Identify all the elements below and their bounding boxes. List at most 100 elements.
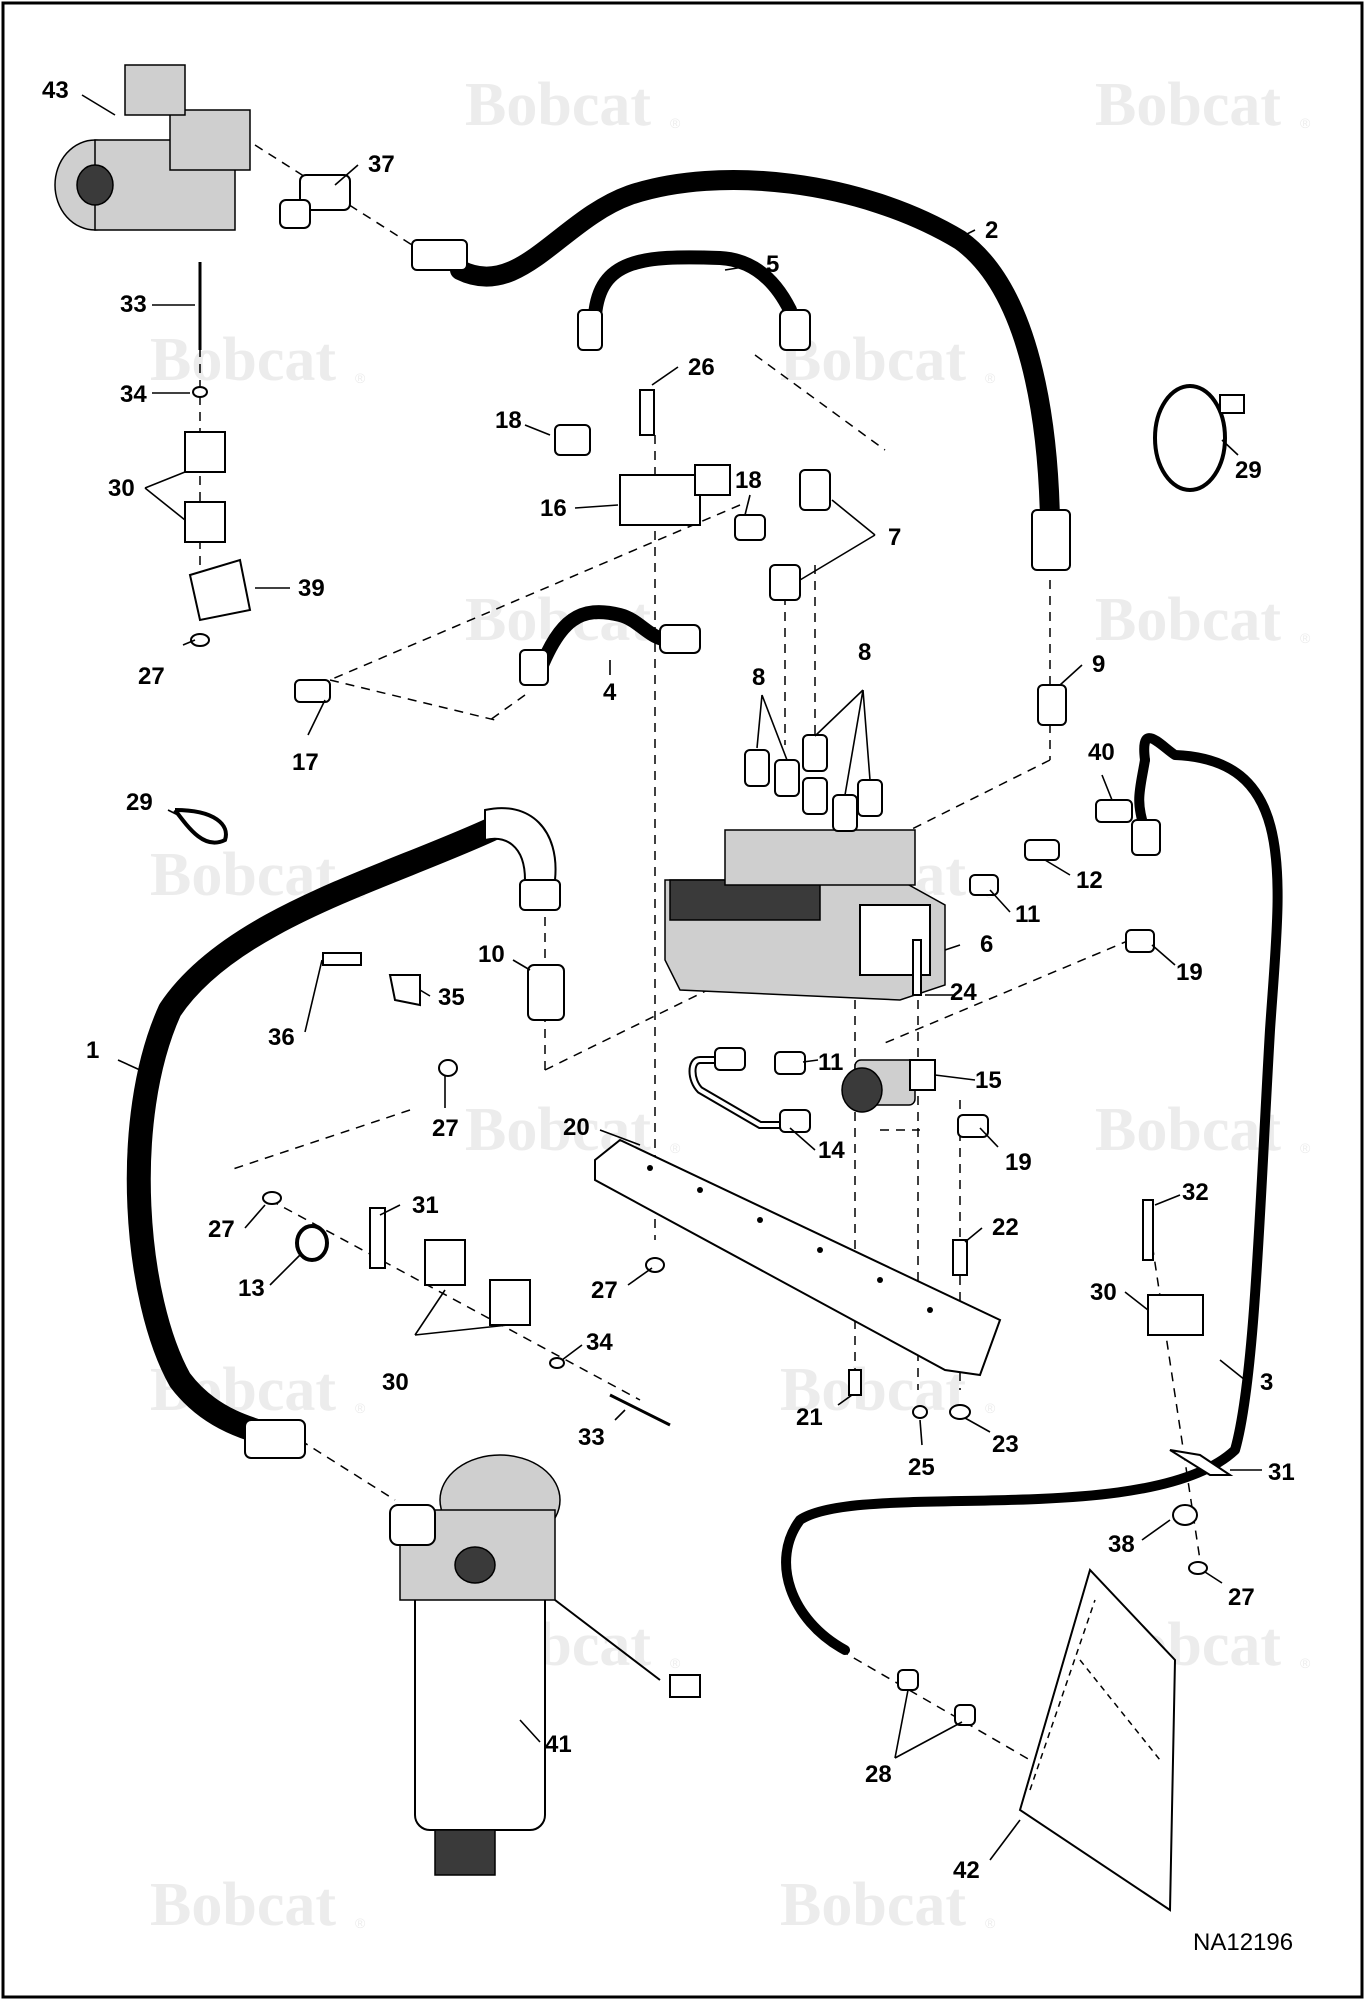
leader-lines <box>81 94 1262 1861</box>
clamp-half <box>184 501 226 543</box>
callout-6: 6 <box>980 931 993 958</box>
elbow-nut <box>519 879 561 911</box>
callout-18: 18 <box>495 407 522 434</box>
elbow-19 <box>1125 929 1155 953</box>
control-valve-6 <box>664 829 946 1001</box>
assembly-line <box>839 1649 1031 1761</box>
callout-43: 43 <box>42 77 69 104</box>
callout-29: 29 <box>126 789 153 816</box>
callout-24: 24 <box>950 979 977 1006</box>
leader <box>964 1417 991 1433</box>
callout-27: 27 <box>432 1115 459 1142</box>
watermark-mark: ® <box>670 115 681 131</box>
callouts: 43 37 2 5 33 34 26 18 18 29 30 16 7 39 2… <box>42 77 1295 1884</box>
callout-29: 29 <box>1235 457 1262 484</box>
assembly-line <box>299 1439 396 1501</box>
leader <box>1101 774 1113 801</box>
fitting-9 <box>1037 684 1067 726</box>
fitting-7 <box>769 564 801 601</box>
callout-3: 3 <box>1260 1369 1273 1396</box>
callout-37: 37 <box>368 151 395 178</box>
hose-3-fitting <box>1131 819 1161 856</box>
leader <box>989 1819 1021 1861</box>
fitting-28 <box>954 1704 976 1726</box>
bolt-32 <box>1142 1199 1154 1261</box>
leader <box>117 1059 141 1071</box>
plate-hole <box>757 1217 763 1223</box>
watermark-mark: ® <box>355 1915 366 1931</box>
callout-27: 27 <box>591 1277 618 1304</box>
leader <box>524 424 551 436</box>
elbow-18 <box>554 424 591 456</box>
watermark-text: Bobcat <box>465 71 651 139</box>
leader <box>307 699 326 736</box>
tube-14-inner <box>690 1058 785 1127</box>
elbow-19 <box>957 1114 989 1138</box>
assembly-line <box>329 504 741 681</box>
leader <box>1221 439 1239 456</box>
leader <box>724 264 757 271</box>
assembly-line <box>544 919 851 1071</box>
watermark-mark: ® <box>355 370 366 386</box>
watermark-text: Bobcat <box>150 1871 336 1939</box>
callout-11: 11 <box>1015 901 1040 928</box>
fitting-8 <box>744 749 770 787</box>
hose-1-lower-fitting <box>244 1419 306 1459</box>
callout-36: 36 <box>268 1024 295 1051</box>
valve-section <box>669 879 821 921</box>
filter-bottom <box>434 1829 496 1876</box>
watermark: Bobcat® <box>780 1871 996 1939</box>
tank-wall <box>1018 1568 1177 1912</box>
watermark-text: Bobcat <box>780 326 966 394</box>
watermark: Bobcat® <box>150 326 366 394</box>
leader <box>414 1289 509 1336</box>
solenoid-port <box>909 1059 936 1091</box>
leader <box>651 366 679 386</box>
fittings-8 <box>744 734 883 832</box>
fitting-8 <box>802 734 828 772</box>
assembly-line <box>1149 1229 1201 1561</box>
assembly-line <box>879 939 1131 1046</box>
leader <box>837 1394 853 1406</box>
callout-21: 21 <box>796 1404 823 1431</box>
manifold-block <box>619 474 701 526</box>
leader <box>574 504 619 509</box>
leader <box>802 1059 819 1063</box>
leader <box>1204 1571 1223 1584</box>
plate-39 <box>188 558 252 622</box>
nut-27 <box>1188 1561 1208 1575</box>
leader <box>144 471 186 521</box>
callout-8: 8 <box>858 639 871 666</box>
bolt-33 <box>609 1393 671 1427</box>
callout-27: 27 <box>1228 1584 1255 1611</box>
callout-30: 30 <box>382 1369 409 1396</box>
clamp-13 <box>295 1224 329 1262</box>
watermark: Bobcat® <box>780 1356 996 1424</box>
watermark-mark: ® <box>1300 630 1311 646</box>
plate-hole <box>697 1187 703 1193</box>
callout-11: 11 <box>818 1049 843 1076</box>
callout-31: 31 <box>1268 1459 1295 1486</box>
assembly-line <box>489 694 526 721</box>
assembly-line <box>754 354 886 451</box>
leader <box>744 494 751 516</box>
tube-14-nut <box>779 1109 811 1133</box>
watermark-mark: ® <box>1300 1655 1311 1671</box>
callout-38: 38 <box>1108 1531 1135 1558</box>
leader <box>1151 944 1176 966</box>
leader <box>512 959 531 971</box>
callout-27: 27 <box>138 663 165 690</box>
watermark: Bobcat® <box>780 326 996 394</box>
fitting-8 <box>774 759 800 797</box>
hose-1-elbow <box>484 807 561 911</box>
leader <box>1141 1519 1171 1541</box>
nut-27 <box>262 1191 282 1205</box>
filter-port <box>389 1504 436 1546</box>
hose-5-fitting <box>577 309 603 351</box>
mount-plate <box>594 1138 1002 1377</box>
plate-hole <box>927 1307 933 1313</box>
leader <box>167 809 179 816</box>
tank-edge <box>1029 1599 1096 1791</box>
watermark: Bobcat® <box>1095 1096 1311 1164</box>
watermark: Bobcat ® <box>150 1871 366 1939</box>
